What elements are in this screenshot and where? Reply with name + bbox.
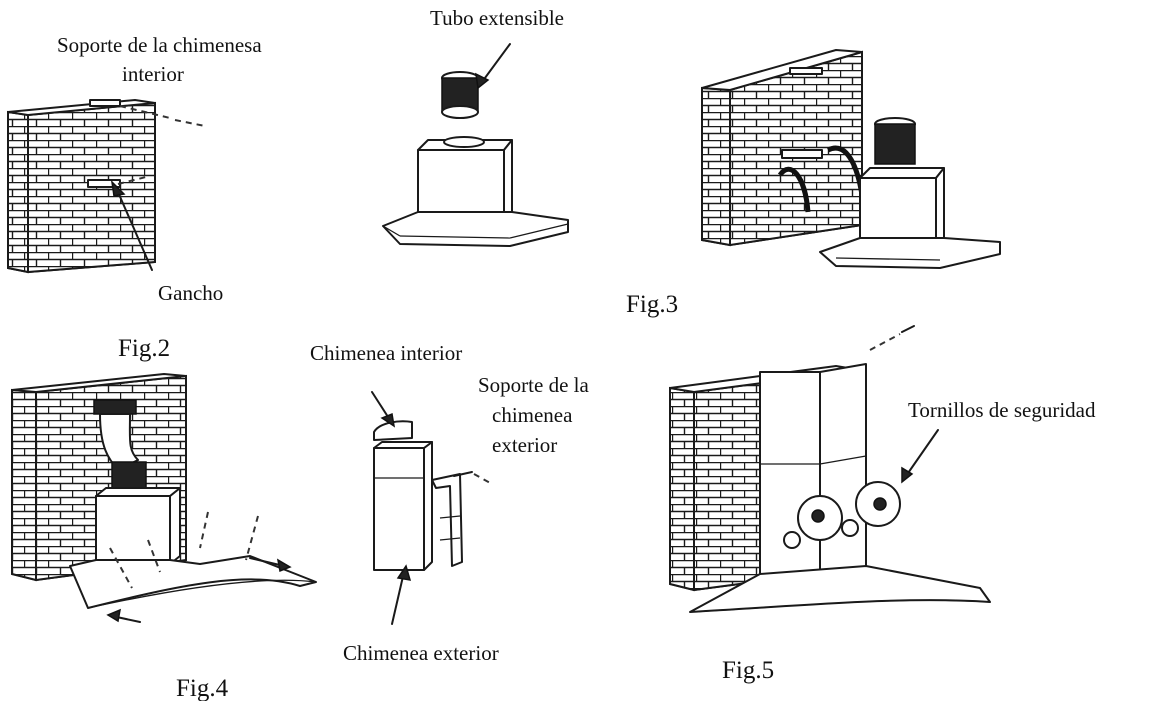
label-soporte-interior-2: interior: [122, 62, 184, 86]
caption-fig3: Fig.3: [626, 291, 678, 318]
label-soporte-exterior-2: chimenea: [492, 403, 573, 427]
fig3-illustration: [701, 49, 1001, 269]
label-soporte-exterior-1: Soporte de la: [478, 373, 589, 397]
fig5-illustration: [669, 325, 991, 613]
label-chimenea-interior: Chimenea interior: [310, 341, 462, 365]
outer-chimney-bracket: [431, 473, 463, 567]
caption-fig4: Fig.4: [176, 675, 229, 701]
fig2-hook-arrow: [117, 191, 153, 271]
label-tornillos-seguridad: Tornillos de seguridad: [908, 398, 1096, 422]
hood-canopy: [382, 211, 569, 247]
fig4-canopy: [69, 555, 317, 609]
inner-chimney: [373, 420, 413, 441]
fig2-bracket: [89, 99, 121, 107]
chimney-illustration: [371, 391, 493, 625]
fig2-illustration: [7, 99, 206, 274]
fig4-motor-box: [95, 495, 171, 565]
label-chimenea-exterior: Chimenea exterior: [343, 641, 499, 665]
safety-screw-arrow: [905, 429, 939, 477]
fig4-duct: [99, 413, 139, 471]
label-soporte-interior-1: Soporte de la chimenesa: [57, 33, 262, 57]
outer-chimney-arrow: [391, 571, 405, 625]
tube-illustration: [382, 43, 569, 247]
label-gancho: Gancho: [158, 281, 223, 305]
fig3-canopy: [819, 237, 1001, 269]
outer-chimney: [373, 447, 425, 571]
caption-fig2: Fig.2: [118, 335, 170, 362]
label-tubo-extensible: Tubo extensible: [430, 6, 564, 30]
label-soporte-exterior-3: exterior: [492, 433, 557, 457]
fig3-cable-left: [777, 166, 811, 213]
caption-fig5: Fig.5: [722, 657, 774, 684]
fig4-illustration: [11, 373, 317, 623]
tube-arrow: [481, 43, 511, 83]
